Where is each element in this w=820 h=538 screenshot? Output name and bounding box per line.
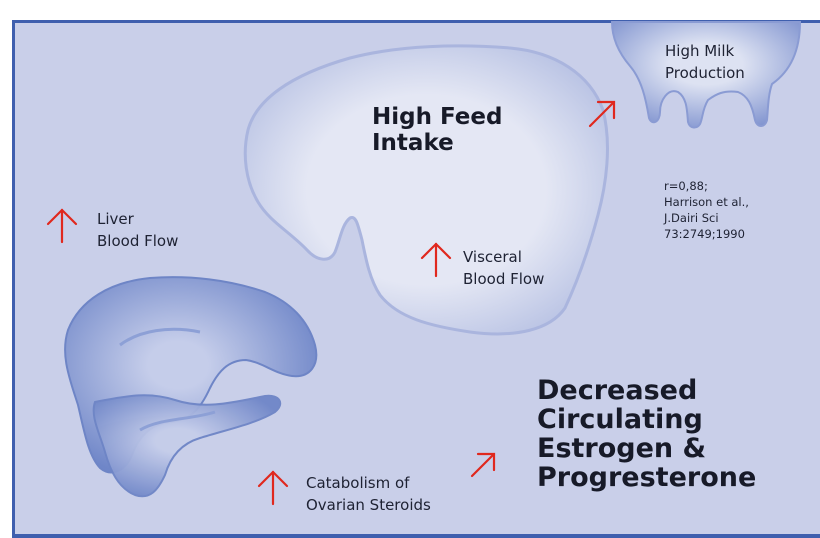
liver-pancreas-illustration [65, 277, 316, 496]
catabolism-label: Catabolism of Ovarian Steroids [306, 472, 431, 516]
up-arrow-icon [259, 472, 287, 504]
liver-blood-flow-label: Liver Blood Flow [97, 208, 178, 252]
diagonal-arrow-icon [472, 454, 494, 476]
outcome-label: Decreased Circulating Estrogen & Progres… [537, 376, 756, 492]
milk-production-label: High Milk Production [665, 40, 745, 84]
up-arrow-icon [48, 210, 76, 242]
visceral-blood-flow-label: Visceral Blood Flow [463, 246, 544, 290]
stomach-illustration [245, 46, 607, 334]
citation-text: r=0,88; Harrison et al., J.Dairi Sci 73:… [664, 178, 749, 242]
feed-intake-label: High Feed Intake [372, 104, 502, 156]
